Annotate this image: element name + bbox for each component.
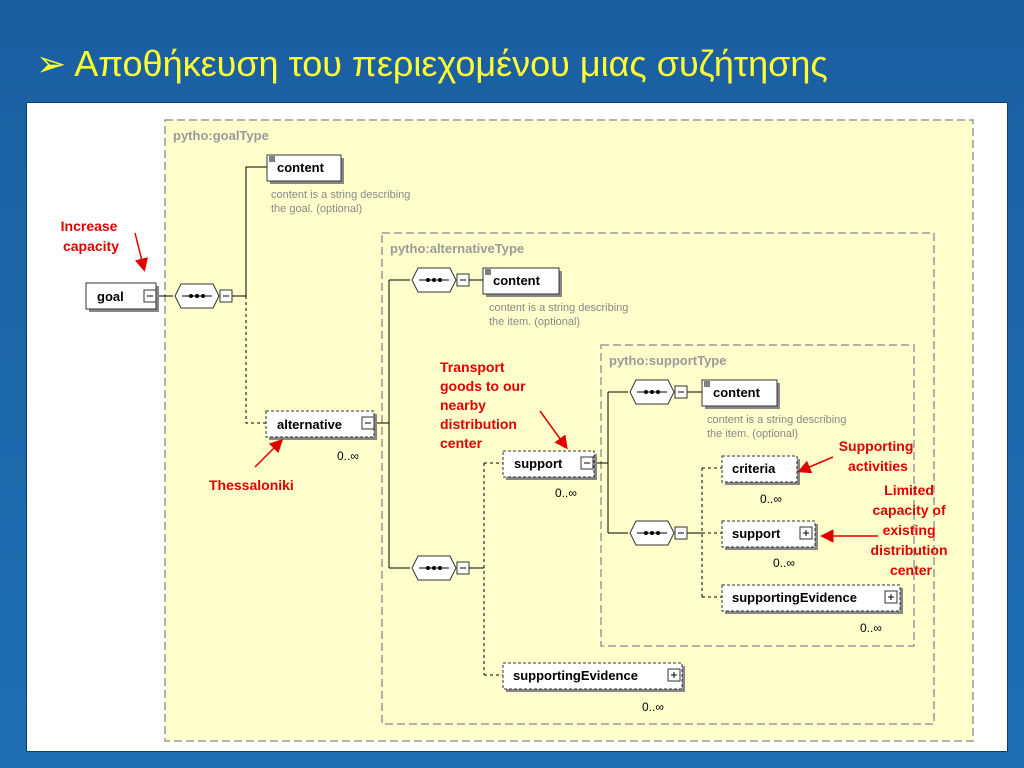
annotation-lines-icon [704, 381, 710, 387]
support-type-content-element[interactable]: content [701, 379, 780, 409]
sequence-compositor-icon [629, 379, 688, 405]
goal-content-element[interactable]: content [266, 154, 344, 184]
supporting-evidence-element[interactable]: supportingEvidence [502, 662, 685, 692]
annotation-transport: Transport goods to our nearby distributi… [440, 359, 529, 451]
sequence-compositor-icon [174, 283, 233, 309]
nested-support-element[interactable]: support [721, 520, 818, 550]
goal-content-description: the goal. (optional) [271, 203, 362, 215]
alternative-element[interactable]: alternative [265, 410, 377, 440]
supporting-evidence-multiplicity: 0..∞ [642, 700, 664, 714]
connector-lines [159, 166, 722, 676]
annotation-arrow [539, 410, 568, 450]
criteria-element[interactable]: criteria [721, 455, 800, 485]
alternative-content-element[interactable]: content [482, 267, 562, 297]
alternative-content-description: content is a string describing [489, 302, 628, 314]
annotation-limited-capacity: Limited capacity of existing distributio… [871, 482, 952, 578]
alternative-content-label: content [493, 273, 541, 288]
support-type-label: pytho:supportType [609, 353, 726, 368]
support-element-label: support [514, 456, 563, 471]
annotation-arrow [134, 232, 149, 272]
nested-supporting-evidence-element[interactable]: supportingEvidence [721, 584, 903, 614]
annotation-lines-icon [485, 269, 491, 275]
support-element[interactable]: support [502, 450, 597, 480]
annotation-thessaloniki: Thessaloniki [209, 477, 294, 493]
nested-supporting-evidence-multiplicity: 0..∞ [860, 621, 882, 635]
goal-element[interactable]: goal [85, 282, 159, 312]
annotation-arrow [797, 456, 834, 474]
schema-diagram-frame: pytho:goalType pytho:alternativeType pyt… [26, 102, 1008, 752]
goal-type-label: pytho:goalType [173, 128, 269, 143]
alternative-content-description: the item. (optional) [489, 316, 580, 328]
sequence-compositor-icon [411, 555, 470, 581]
supporting-evidence-label: supportingEvidence [513, 668, 638, 683]
sequence-compositor-icon [629, 520, 688, 546]
nested-support-label: support [732, 526, 781, 541]
schema-diagram: pytho:goalType pytho:alternativeType pyt… [61, 119, 974, 742]
nested-supporting-evidence-label: supportingEvidence [732, 590, 857, 605]
criteria-element-label: criteria [732, 461, 776, 476]
alternative-multiplicity: 0..∞ [337, 449, 359, 463]
goal-element-label: goal [97, 289, 124, 304]
sequence-compositor-icon [411, 267, 470, 293]
alternative-type-label: pytho:alternativeType [390, 241, 524, 256]
nested-support-multiplicity: 0..∞ [773, 556, 795, 570]
support-type-content-description: content is a string describing [707, 414, 846, 426]
annotation-increase-capacity: Increase capacity [61, 218, 122, 254]
support-multiplicity: 0..∞ [555, 486, 577, 500]
support-type-content-label: content [713, 385, 761, 400]
annotation-lines-icon [269, 156, 275, 162]
support-type-content-description: the item. (optional) [707, 428, 798, 440]
annotation-supporting-activities: Supporting activities [839, 438, 918, 474]
slide-title-text: Αποθήκευση του περιεχομένου μιας συζήτησ… [74, 43, 828, 84]
alternative-element-label: alternative [277, 417, 342, 432]
goal-content-description: content is a string describing [271, 189, 410, 201]
bullet-arrow-icon: ➢ [36, 43, 67, 84]
goal-content-label: content [277, 160, 325, 175]
criteria-multiplicity: 0..∞ [760, 492, 782, 506]
slide-title: ➢ Αποθήκευση του περιεχομένου μιας συζήτ… [36, 40, 828, 88]
annotation-arrow [254, 438, 284, 468]
